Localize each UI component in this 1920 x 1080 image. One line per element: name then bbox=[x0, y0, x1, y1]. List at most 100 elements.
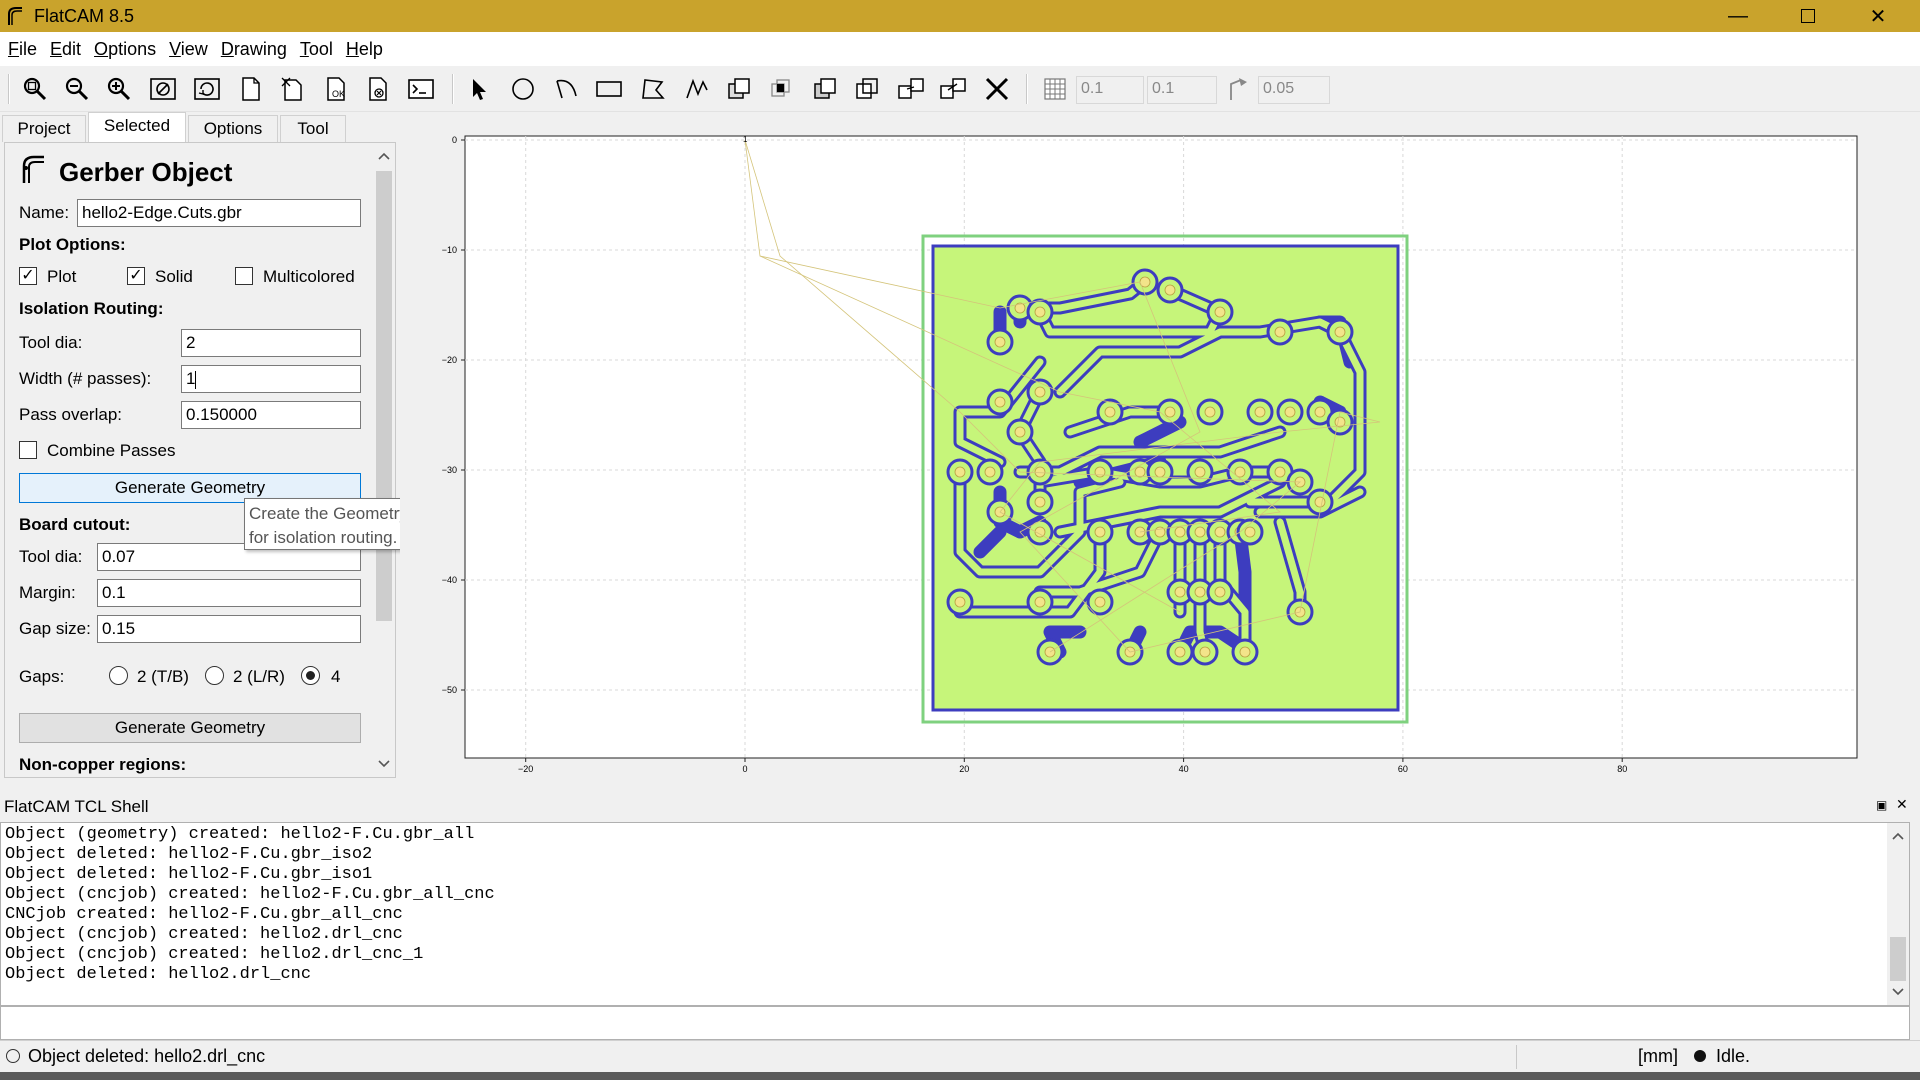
menu-drawing[interactable]: Drawing bbox=[220, 38, 287, 59]
delete-shape-button[interactable] bbox=[982, 74, 1012, 104]
width-passes-value: 1 bbox=[186, 369, 196, 388]
non-copper-regions-label: Non-copper regions: bbox=[19, 755, 187, 774]
scroll-up-icon[interactable] bbox=[373, 145, 395, 167]
new-project-button[interactable] bbox=[236, 74, 266, 104]
y-tick-label: −20 bbox=[442, 355, 457, 365]
menu-bar: File Edit Options View Drawing Tool Help bbox=[0, 32, 1920, 66]
drill-hole bbox=[1314, 406, 1326, 418]
width-passes-field[interactable]: 1 bbox=[181, 365, 361, 393]
scroll-down-icon[interactable] bbox=[373, 753, 395, 775]
drill-hole bbox=[1214, 306, 1226, 318]
shell-scroll-down-icon[interactable] bbox=[1887, 981, 1909, 1003]
tab-selected[interactable]: Selected bbox=[88, 112, 186, 142]
menu-file[interactable]: File bbox=[8, 38, 38, 59]
menu-options[interactable]: Options bbox=[94, 38, 157, 59]
copy-icon bbox=[898, 78, 924, 99]
menu-edit[interactable]: Edit bbox=[50, 38, 82, 59]
menu-tool[interactable]: Tool bbox=[299, 38, 333, 59]
tab-project[interactable]: Project bbox=[2, 115, 86, 142]
shell-scroll-thumb[interactable] bbox=[1890, 937, 1906, 981]
menu-view[interactable]: View bbox=[169, 38, 208, 59]
minimize-button[interactable]: — bbox=[1703, 0, 1773, 32]
arc-icon bbox=[556, 79, 577, 99]
shell-scroll-up-icon[interactable] bbox=[1887, 825, 1909, 847]
gaps-4-radio[interactable] bbox=[301, 666, 320, 685]
close-dock-icon[interactable]: ✕ bbox=[1896, 796, 1908, 812]
gaps-lr-radio[interactable] bbox=[205, 666, 224, 685]
copy-shape-button[interactable] bbox=[896, 74, 926, 104]
tab-options[interactable]: Options bbox=[188, 115, 278, 142]
drill-hole bbox=[1334, 326, 1346, 338]
circle-tool-button[interactable] bbox=[508, 74, 538, 104]
pcb-pads bbox=[946, 268, 1354, 666]
gerber-object-icon bbox=[19, 153, 47, 190]
drill-hole bbox=[1034, 596, 1046, 608]
grid-y-input[interactable]: 0.1 bbox=[1147, 76, 1217, 104]
subtract-button[interactable] bbox=[810, 74, 840, 104]
tool-dia-field[interactable]: 2 bbox=[181, 329, 361, 357]
pass-overlap-field[interactable]: 0.150000 bbox=[181, 401, 361, 429]
pcb-board: 1 bbox=[743, 135, 1409, 724]
shell-line: Object (cncjob) created: hello2.drl_cnc_… bbox=[5, 945, 424, 964]
generate-cutout-geometry-button[interactable]: Generate Geometry bbox=[19, 713, 361, 743]
combine-passes-checkbox[interactable] bbox=[19, 441, 37, 459]
grid-snap-button[interactable] bbox=[1040, 74, 1070, 104]
drill-hole bbox=[1284, 406, 1296, 418]
replot-button[interactable] bbox=[192, 74, 222, 104]
drill-hole bbox=[1094, 466, 1106, 478]
y-tick-label: −10 bbox=[442, 245, 457, 255]
grid-x-input[interactable]: 0.1 bbox=[1076, 76, 1144, 104]
corner-snap-button[interactable] bbox=[1224, 74, 1254, 104]
menu-help[interactable]: Help bbox=[345, 38, 383, 59]
new-geometry-button[interactable] bbox=[278, 74, 308, 104]
float-dock-icon[interactable]: ▣ bbox=[1876, 798, 1888, 812]
panel-scroll-thumb[interactable] bbox=[376, 171, 392, 621]
path-tool-button[interactable] bbox=[682, 74, 712, 104]
arc-tool-button[interactable] bbox=[552, 74, 582, 104]
snap-distance-input[interactable]: 0.05 bbox=[1258, 76, 1330, 104]
status-state-icon bbox=[1694, 1050, 1706, 1062]
drill-hole bbox=[1239, 646, 1251, 658]
checkmark-icon: ✓ bbox=[129, 267, 143, 284]
tcl-shell-input[interactable] bbox=[0, 1006, 1910, 1040]
clear-plot-button[interactable] bbox=[148, 74, 178, 104]
delete-shape-icon bbox=[985, 77, 1009, 101]
tcl-shell-output[interactable]: Object (geometry) created: hello2-F.Cu.g… bbox=[0, 822, 1910, 1006]
zoom-fit-button[interactable] bbox=[20, 74, 50, 104]
close-window-button[interactable]: ✕ bbox=[1843, 0, 1913, 32]
maximize-button[interactable] bbox=[1773, 0, 1843, 32]
delete-object-button[interactable] bbox=[364, 74, 394, 104]
object-name-field[interactable]: hello2-Edge.Cuts.gbr bbox=[77, 199, 361, 227]
status-info-icon bbox=[6, 1049, 20, 1063]
gap-size-field[interactable]: 0.15 bbox=[97, 615, 361, 643]
panel-scrollbar[interactable] bbox=[373, 143, 395, 777]
shell-button[interactable] bbox=[406, 74, 436, 104]
origin-marker-label: 1 bbox=[743, 135, 748, 144]
plot-checkbox[interactable]: ✓ bbox=[19, 267, 37, 285]
select-tool-button[interactable] bbox=[464, 74, 494, 104]
drill-hole bbox=[1034, 526, 1046, 538]
solid-checkbox[interactable]: ✓ bbox=[127, 267, 145, 285]
drill-path-lines bbox=[744, 139, 1381, 653]
rectangle-tool-button[interactable] bbox=[594, 74, 624, 104]
move-shape-button[interactable] bbox=[938, 74, 968, 104]
gaps-tb-radio[interactable] bbox=[109, 666, 128, 685]
cut-path-button[interactable] bbox=[852, 74, 882, 104]
zoom-in-button[interactable] bbox=[104, 74, 134, 104]
shell-scrollbar[interactable] bbox=[1887, 823, 1909, 1005]
zoom-out-button[interactable] bbox=[62, 74, 92, 104]
polygon-tool-button[interactable] bbox=[638, 74, 668, 104]
intersection-button[interactable] bbox=[766, 74, 796, 104]
tab-tool[interactable]: Tool bbox=[280, 115, 346, 142]
y-tick-label: 0 bbox=[452, 135, 457, 145]
union-button[interactable] bbox=[724, 74, 754, 104]
cut-icon bbox=[856, 78, 878, 99]
multicolored-checkbox[interactable] bbox=[235, 267, 253, 285]
svg-text:OK: OK bbox=[332, 89, 345, 99]
status-message: Object deleted: hello2.drl_cnc bbox=[28, 1046, 266, 1066]
margin-field[interactable]: 0.1 bbox=[97, 579, 361, 607]
open-gerber-button[interactable]: OK bbox=[322, 74, 352, 104]
